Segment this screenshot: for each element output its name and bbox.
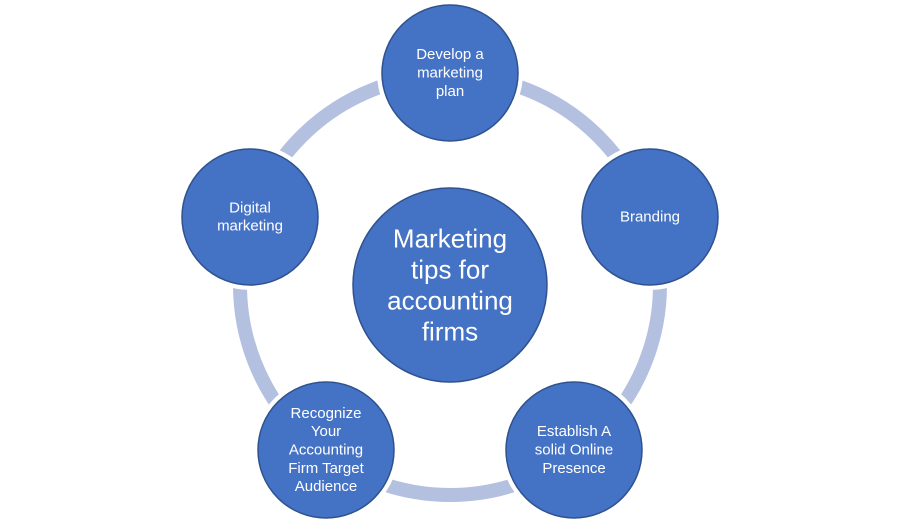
node-circle xyxy=(381,4,519,142)
cycle-nodes: Develop amarketingplanBrandingEstablish … xyxy=(177,0,723,523)
node-target-audience-label-line-5: Audience xyxy=(295,478,358,495)
node-online-presence-label-line-2: solid Online xyxy=(535,442,613,459)
center-label-line-4: firms xyxy=(422,317,478,347)
node-online-presence-label-line-1: Establish A xyxy=(537,423,611,440)
node-develop-plan-label-line-1: Develop a xyxy=(416,46,484,63)
center-label-line-3: accounting xyxy=(387,286,513,316)
node-circle xyxy=(257,381,395,519)
node-circle xyxy=(505,381,643,519)
node-develop-plan-label-line-2: marketing xyxy=(417,65,483,82)
node-circle xyxy=(181,148,319,286)
node-digital-marketing: Digital marketing xyxy=(177,144,323,290)
center-circle xyxy=(352,187,548,383)
node-target-audience-label-line-1: Recognize xyxy=(291,405,362,422)
node-digital-marketing-label-line-1: Digital xyxy=(229,199,271,216)
node-target-audience-label-line-3: Accounting xyxy=(289,442,363,459)
node-target-audience-label-line-2: Your xyxy=(311,423,341,440)
node-develop-plan-label-line-3: plan xyxy=(436,83,464,100)
node-branding-label-line-1: Branding xyxy=(620,209,680,226)
center-label-line-2: tips for xyxy=(411,255,489,285)
node-digital-marketing-label-line-2: marketing xyxy=(217,218,283,235)
node-branding: Branding xyxy=(577,144,723,290)
node-target-audience-label-line-4: Firm Target xyxy=(288,460,364,477)
node-circle xyxy=(581,148,719,286)
center-label-line-1: Marketing xyxy=(393,224,507,254)
node-online-presence-label-line-3: Presence xyxy=(542,460,605,477)
